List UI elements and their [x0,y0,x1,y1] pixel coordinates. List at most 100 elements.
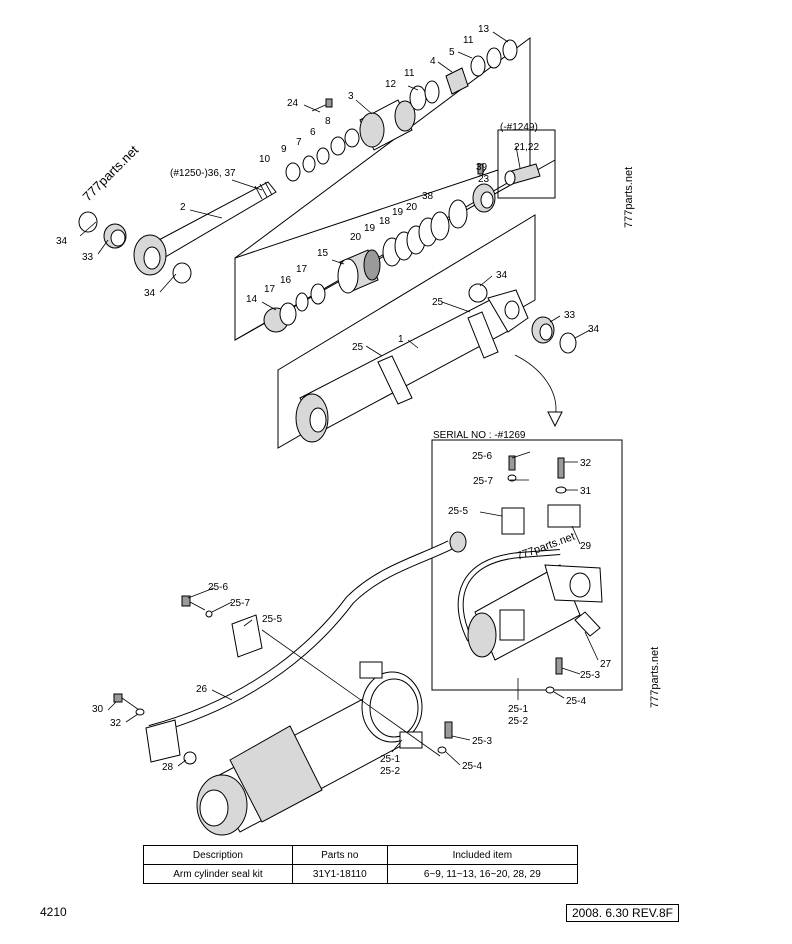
label-25-2-box: 25-2 [508,716,528,727]
label-25-6-lower: 25-6 [208,582,228,593]
label-1: 1 [398,334,404,345]
ring-16 [295,292,309,312]
label-31: 31 [580,486,592,497]
label-27: 27 [600,659,612,670]
table-header-included-item: Included item [386,845,579,865]
label-25-5-lower: 25-5 [262,614,282,625]
label-25-4-box: 25-4 [566,696,586,707]
label-8: 8 [325,116,331,127]
rod-cover-3 [359,99,416,151]
piston-nut-14 [263,302,297,333]
label-11b: 11 [463,35,474,46]
piston-15 [337,249,381,294]
washer-25-7 [205,610,213,618]
label-26: 26 [196,684,208,695]
label-25-3-lower: 25-3 [472,736,492,747]
label-29: 29 [580,541,592,552]
label-25-7-box: 25-7 [473,476,493,487]
label-16: 16 [280,275,292,286]
label-11a: 11 [404,68,415,79]
table-row: Arm cylinder seal kit 31Y1-18110 6~9, 11… [143,864,579,884]
label-24: 24 [287,98,299,109]
label-2: 2 [180,202,186,213]
label-range-1250: (#1250-)36, 37 [170,168,236,179]
watermark-1: 777parts.net [80,142,142,204]
label-19b: 19 [392,207,404,218]
label-10: 10 [259,154,271,165]
page-number: 4210 [40,905,67,919]
table-cell-included-item: 6~9, 11~13, 16~20, 28, 29 [386,864,579,884]
serial-note: SERIAL NO : -#1269 [433,430,526,441]
dust-ring-34-right [559,332,577,354]
table-header-row: Description Parts no Included item [143,845,579,865]
label-17b: 17 [296,264,308,275]
label-5: 5 [449,47,455,58]
dust-ring-34-left [78,211,98,233]
watermark-2: 777parts.net [623,167,635,228]
piston-seals [382,199,468,267]
label-18: 18 [379,216,391,227]
part-labels: 1 2 3 4 5 6 7 8 9 10 11 11 12 13 14 15 1… [56,24,612,777]
table-cell-description: Arm cylinder seal kit [143,864,293,884]
label-25-5-box: 25-5 [448,506,468,517]
label-4: 4 [430,56,436,67]
table-header-parts-no: Parts no [291,845,388,865]
bolt-24 [311,98,333,112]
range-1249-box [497,129,556,199]
tube-group-frame [277,214,536,449]
tube-bushing-33 [531,316,555,344]
lower-band-clamp [359,661,423,749]
label-34c: 34 [496,270,508,281]
o-ring-28 [183,751,197,765]
label-25-1-box: 25-1 [508,704,528,715]
seal-kit-table: Description Parts no Included item Arm c… [143,845,579,884]
label-12: 12 [385,79,397,90]
label-25b: 25 [352,342,364,353]
serial-detail-box [431,439,623,691]
label-30: 30 [92,704,104,715]
label-25-3-box: 25-3 [580,670,600,681]
rod-seals [285,128,360,182]
lower-cylinder-tube [196,689,413,836]
label-32a: 32 [580,458,592,469]
label-21-22: 21,22 [514,142,539,153]
label-3: 3 [348,91,354,102]
label-23: 23 [478,174,490,185]
label-33b: 33 [564,310,576,321]
watermark-4: 777parts.net [649,647,661,708]
check-valve-21-22 [504,163,541,186]
label-7: 7 [296,137,302,148]
label-32b: 32 [110,718,122,729]
bolt-25-6 [181,595,206,611]
label-34d: 34 [588,324,600,335]
label-13: 13 [478,24,490,35]
label-15: 15 [317,248,329,259]
detail-arrowhead [547,411,563,428]
detail-arrow [514,354,557,419]
label-25-2-lower: 25-2 [380,766,400,777]
set-nut-23 [472,183,496,213]
watermark-3: 777parts.net [515,531,577,563]
label-25a: 25 [432,297,444,308]
label-28: 28 [162,762,174,773]
label-38: 38 [422,191,434,202]
head-seals [409,39,518,111]
dust-ring-34-lower [172,262,192,284]
revision-box: 2008. 6.30 REV.8F [566,904,679,922]
label-9: 9 [281,144,287,155]
washer-32 [135,708,145,716]
label-20b: 20 [406,202,418,213]
label-range-1249: (-#1249) [500,122,538,133]
label-33a: 33 [82,252,94,263]
label-19a: 19 [364,223,376,234]
bracket-25-5 [231,614,263,658]
cylinder-tube [295,289,529,443]
label-34b: 34 [144,288,156,299]
serial-detail-parts [457,455,603,694]
piston-rod [133,181,277,276]
screw-39 [477,163,484,175]
label-14: 14 [246,294,258,305]
label-25-6-box: 25-6 [472,451,492,462]
